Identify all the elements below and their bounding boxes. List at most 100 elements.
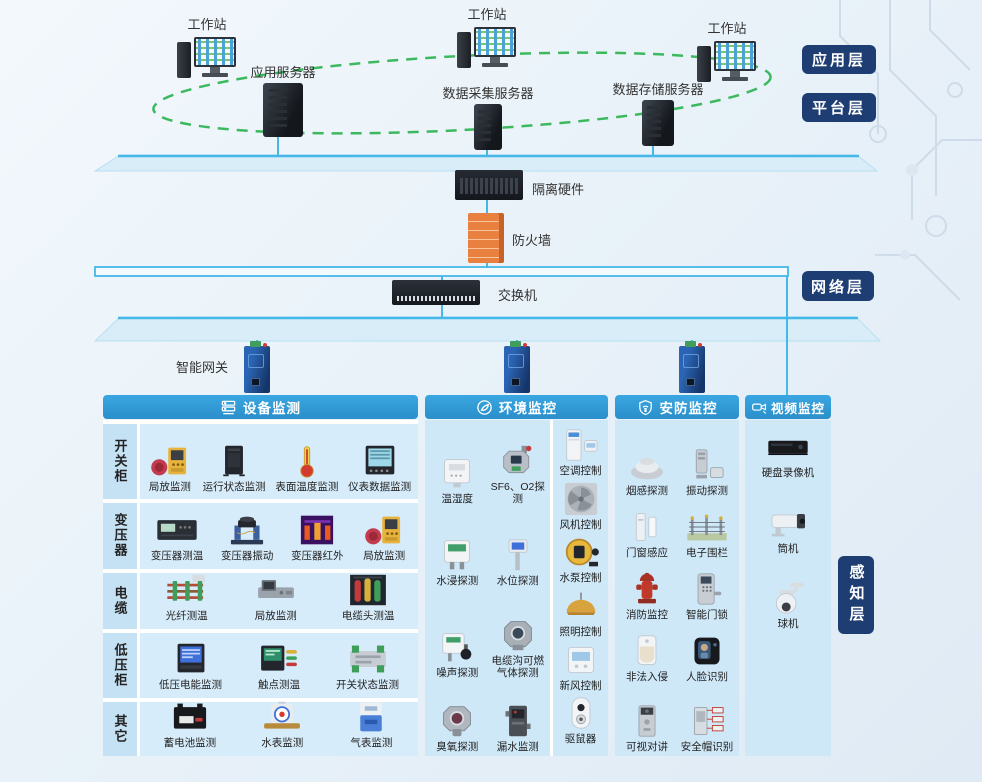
device-label: 水表监测: [261, 737, 304, 750]
gas-detector-icon: [495, 444, 541, 478]
smart-gateway-icon: [679, 341, 705, 393]
device-item-hydrant: 消防监控: [617, 560, 677, 622]
panel-security-header: 安防监控: [615, 395, 739, 419]
device-item-fan: 风机控制: [555, 482, 606, 532]
device-label: 臭氧探测: [436, 741, 479, 754]
power-meter-icon: [168, 642, 214, 676]
repeller-icon: [558, 696, 604, 730]
smart-lock-icon: [684, 572, 730, 606]
dvr-icon: [765, 430, 811, 464]
io-module-icon: [345, 642, 391, 676]
row-cable: 电缆 光纤测温局放监测电缆头测温: [103, 572, 418, 629]
desktop-computer-icon: [696, 39, 758, 85]
pd-meter-icon: [361, 513, 407, 547]
rack-display-icon: [154, 513, 200, 547]
device-label: 水位探测: [496, 575, 539, 588]
device-item-smoke-detector: 烟感探测: [617, 426, 677, 498]
server-tower-icon: [263, 83, 303, 137]
intercom-icon: [624, 704, 670, 738]
isolation-hardware-icon: [455, 170, 523, 200]
row-transformer: 变压器 变压器测温 变压器振动 变压器红外 局放监测: [103, 503, 418, 569]
device-label: 噪声探测: [436, 667, 479, 680]
device-label: 触点测温: [258, 679, 300, 692]
device-label: 人脸识别: [686, 671, 728, 684]
ptz-camera-icon: [751, 399, 768, 416]
network-layer-badge: 网络层: [802, 271, 874, 301]
smart-gateway-icon: [244, 341, 270, 393]
device-item-thermostat: 新风控制: [555, 643, 606, 693]
device-item-gas-detector2: 电缆沟可燃气体探测: [488, 588, 549, 680]
workstation-ring-dashed-ellipse: [152, 51, 772, 135]
lamp-icon: [558, 589, 604, 623]
device-label: 电缆头测温: [341, 610, 395, 623]
device-label: 驱鼠器: [564, 733, 597, 746]
workstation-1: 工作站: [172, 14, 242, 81]
device-item-intercom: 可视对讲: [617, 684, 677, 754]
smart-gateway-icon: [504, 341, 530, 393]
device-item-power-meter: 低压电能监测: [159, 642, 222, 692]
application-server-label: 应用服务器: [250, 65, 316, 80]
category-label: 其它: [103, 701, 137, 756]
device-label: SF6、O2探测: [490, 480, 545, 506]
device-label: 变压器红外: [291, 550, 344, 563]
thermometer-icon: [284, 444, 330, 478]
thermal-icon: [294, 513, 340, 547]
device-item-face-terminal: 人脸识别: [677, 622, 737, 684]
device-item-vibration: 变压器振动: [220, 513, 274, 563]
network-switch-icon: [392, 280, 480, 305]
firewall-icon: [468, 213, 504, 263]
firewall-label: 防火墙: [512, 233, 552, 248]
device-label: 水浸探测: [436, 575, 479, 588]
device-label: 水泵控制: [559, 572, 602, 585]
bus-bar-middle: [94, 266, 789, 277]
device-label: 运行状态监测: [202, 480, 266, 493]
data-storage-server: 数据存储服务器: [608, 79, 708, 146]
device-label: 漏水监测: [496, 741, 539, 754]
device-item-meter-panel: 仪表数据监测: [348, 444, 411, 494]
panel-environment-header: 环境监控: [425, 395, 608, 419]
security-items: 烟感探测振动探测门窗感应电子围栏消防监控智能门锁非法入侵人脸识别可视对讲安全帽识…: [615, 420, 739, 756]
device-item-water-sensor: 水浸探测: [427, 506, 488, 588]
device-item-pd-meter: 局放监测: [361, 513, 407, 563]
ac-unit-icon: [558, 428, 604, 462]
hydrant-icon: [624, 572, 670, 606]
device-label: 照明控制: [559, 626, 602, 639]
device-label: 球机: [777, 618, 799, 631]
device-item-thermometer: 表面温度监测: [275, 444, 338, 494]
category-label: 变压器: [103, 503, 137, 569]
device-item-rack-display: 变压器测温: [150, 513, 204, 563]
device-label: 变压器测温: [150, 550, 204, 563]
device-item-pump: 水泵控制: [555, 535, 606, 585]
thermostat-icon: [558, 643, 604, 677]
panel-video-title: 视频监控: [770, 401, 825, 416]
panel-equipment-title: 设备监测: [243, 401, 301, 416]
helmet-id-icon: [684, 704, 730, 738]
desktop-computer-icon: [456, 25, 518, 71]
device-item-pir-sensor: 非法入侵: [617, 622, 677, 684]
category-label: 低压柜: [103, 632, 137, 698]
desktop-computer-icon: [176, 35, 238, 81]
device-label: 门窗感应: [626, 547, 668, 560]
device-label: 烟感探测: [626, 485, 668, 498]
shield-wifi-icon: [637, 399, 654, 416]
device-label: 低压电能监测: [159, 679, 222, 692]
workstation-2: 工作站: [452, 4, 522, 71]
vibration-icon: [224, 513, 270, 547]
device-label: 局放监测: [148, 480, 191, 493]
panel-video-header: 视频监控: [745, 395, 831, 419]
device-item-contact-meter: 触点测温: [256, 642, 302, 692]
device-label: 变压器振动: [220, 550, 274, 563]
leak-module-icon: [495, 704, 541, 738]
device-label: 安全帽识别: [680, 741, 734, 754]
gray-unit-icon: [253, 573, 299, 607]
device-label: 电缆沟可燃气体探测: [491, 654, 545, 680]
category-label: 电缆: [103, 572, 137, 629]
door-sensor-icon: [624, 510, 670, 544]
device-item-fiber-cables: 光纤测温: [164, 573, 210, 623]
row-switchgear: 开关柜 局放监测运行状态监测表面温度监测仪表数据监测: [103, 424, 418, 500]
device-item-cable-terminals: 电缆头测温: [341, 573, 395, 623]
